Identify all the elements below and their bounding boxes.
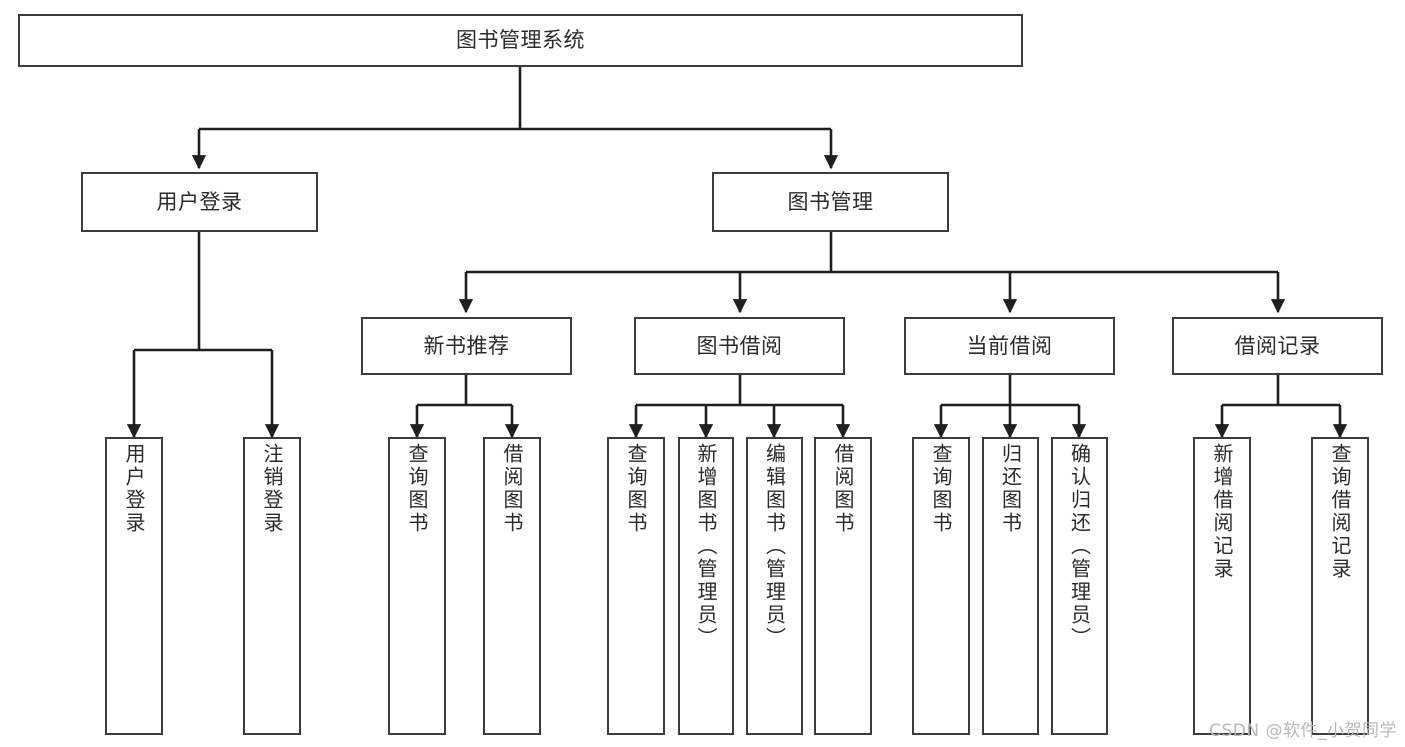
leaf-borrow-books-new[interactable]: 借阅图书: [483, 437, 541, 735]
leaf-borrow-books-new-label: 借阅图书: [500, 443, 524, 535]
node-book-management-label: 图书管理: [787, 189, 874, 214]
leaf-user-login-label: 用户登录: [122, 443, 146, 535]
watermark-text: CSDN @软件_小贺同学: [1209, 721, 1397, 741]
leaf-query-books-current-label: 查询图书: [929, 443, 953, 535]
leaf-user-login[interactable]: 用户登录: [105, 437, 163, 735]
node-book-management[interactable]: 图书管理: [712, 172, 949, 232]
leaf-confirm-return-admin-label: 确认归还（管理员）: [1067, 443, 1092, 650]
node-current-borrowing-label: 当前借阅: [966, 333, 1053, 358]
node-book-borrowing-label: 图书借阅: [696, 333, 783, 358]
leaf-add-borrow-record[interactable]: 新增借阅记录: [1193, 437, 1251, 735]
leaf-edit-book-admin-label: 编辑图书（管理员）: [762, 443, 787, 650]
node-borrow-records[interactable]: 借阅记录: [1172, 317, 1383, 375]
leaf-logout-label: 注销登录: [260, 443, 284, 535]
node-root[interactable]: 图书管理系统: [18, 14, 1023, 67]
leaf-query-borrow-record-label: 查询借阅记录: [1328, 443, 1352, 581]
leaf-query-books-new-label: 查询图书: [405, 443, 429, 535]
leaf-add-book-admin[interactable]: 新增图书（管理员）: [678, 437, 734, 735]
node-book-borrowing[interactable]: 图书借阅: [634, 317, 845, 375]
leaf-confirm-return-admin[interactable]: 确认归还（管理员）: [1051, 437, 1108, 735]
leaf-query-books-borrow-label: 查询图书: [624, 443, 648, 535]
node-new-book-recommendation[interactable]: 新书推荐: [361, 317, 572, 375]
node-root-label: 图书管理系统: [456, 28, 585, 53]
leaf-return-books-label: 归还图书: [998, 443, 1023, 535]
node-new-book-recommendation-label: 新书推荐: [423, 333, 510, 358]
leaf-borrow-books-borrow[interactable]: 借阅图书: [814, 437, 872, 735]
leaf-query-books-new[interactable]: 查询图书: [388, 437, 446, 735]
node-user-login-label: 用户登录: [156, 189, 243, 214]
leaf-query-borrow-record[interactable]: 查询借阅记录: [1311, 437, 1369, 735]
leaf-return-books[interactable]: 归还图书: [982, 437, 1039, 735]
leaf-add-book-admin-label: 新增图书（管理员）: [694, 443, 718, 650]
leaf-add-borrow-record-label: 新增借阅记录: [1210, 443, 1234, 581]
leaf-query-books-borrow[interactable]: 查询图书: [607, 437, 665, 735]
node-borrow-records-label: 借阅记录: [1234, 333, 1321, 358]
node-current-borrowing[interactable]: 当前借阅: [904, 317, 1115, 375]
leaf-logout[interactable]: 注销登录: [243, 437, 301, 735]
leaf-edit-book-admin[interactable]: 编辑图书（管理员）: [746, 437, 803, 735]
leaf-borrow-books-borrow-label: 借阅图书: [831, 443, 855, 535]
node-user-login[interactable]: 用户登录: [81, 172, 318, 232]
leaf-query-books-current[interactable]: 查询图书: [912, 437, 970, 735]
